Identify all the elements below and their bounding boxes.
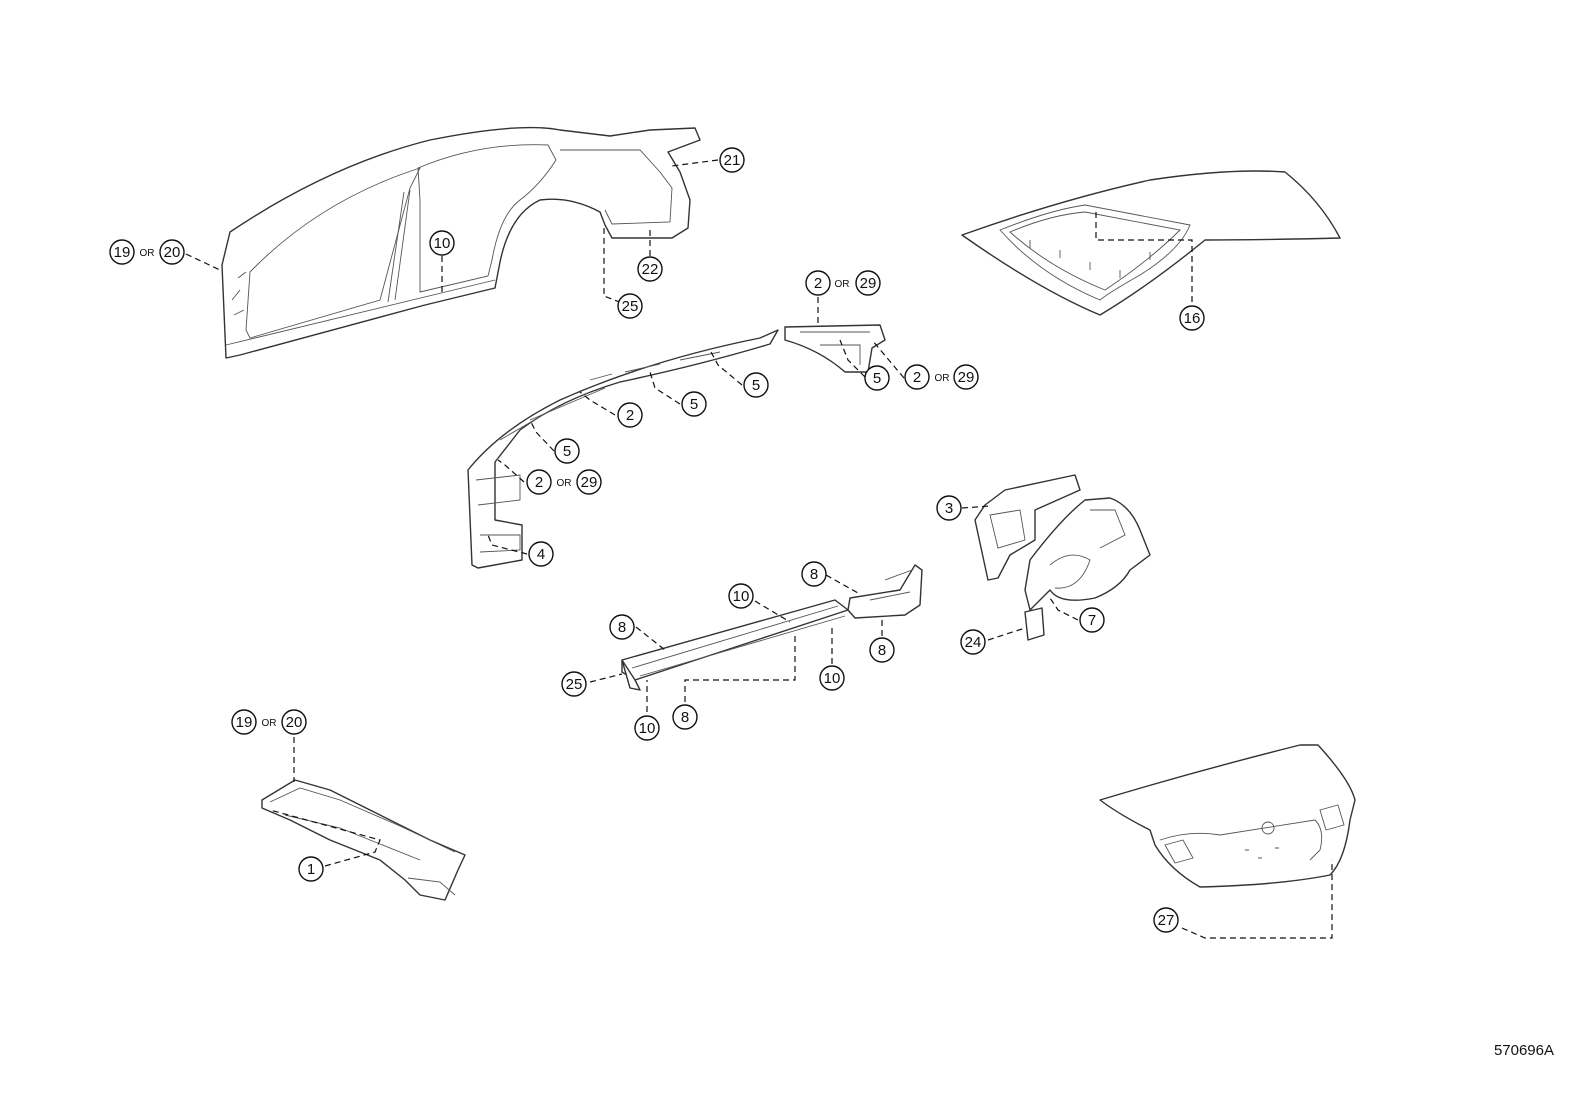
callout-10: 10 [634, 715, 660, 741]
svg-text:4: 4 [537, 546, 545, 563]
callout-2: 2 [805, 270, 831, 296]
svg-text:8: 8 [618, 619, 626, 636]
svg-text:10: 10 [639, 720, 656, 737]
svg-text:5: 5 [873, 370, 881, 387]
cowl-panel-drawing [261, 779, 466, 901]
callout-21: 21 [719, 147, 745, 173]
svg-text:10: 10 [824, 670, 841, 687]
callout-20: 20 [159, 239, 185, 265]
svg-text:8: 8 [810, 566, 818, 583]
callouts: 19 OR 20 10 21 22 25 16 2 OR 29 5 2 OR 2… [109, 147, 1205, 933]
callout-5: 5 [554, 438, 580, 464]
or-connector: OR [140, 248, 155, 259]
callout-5: 5 [681, 391, 707, 417]
svg-text:10: 10 [733, 588, 750, 605]
svg-text:24: 24 [965, 634, 982, 651]
callout-5: 5 [743, 372, 769, 398]
callout-16: 16 [1179, 305, 1205, 331]
or-connector: OR [557, 478, 572, 489]
callout-29: 29 [953, 364, 979, 390]
svg-text:5: 5 [563, 443, 571, 460]
or-connector: OR [262, 718, 277, 729]
svg-text:7: 7 [1088, 612, 1096, 629]
or-connector: OR [835, 279, 850, 290]
callout-10: 10 [819, 665, 845, 691]
callout-2: 2 [526, 469, 552, 495]
or-connector: OR [935, 373, 950, 384]
callout-27: 27 [1153, 907, 1179, 933]
callout-19: 19 [109, 239, 135, 265]
rear-wheel-house-drawing [1024, 497, 1151, 641]
svg-text:20: 20 [286, 714, 303, 731]
side-outer-panel-drawing [221, 126, 701, 359]
leader-lines [185, 159, 1333, 939]
rocker-panel-drawing [621, 564, 923, 691]
callout-8: 8 [609, 614, 635, 640]
svg-text:27: 27 [1158, 912, 1175, 929]
svg-text:5: 5 [690, 396, 698, 413]
roof-side-inner-rail-drawing [467, 324, 886, 569]
svg-text:8: 8 [681, 709, 689, 726]
callout-29: 29 [855, 270, 881, 296]
callout-25: 25 [617, 293, 643, 319]
callout-8: 8 [801, 561, 827, 587]
callout-20: 20 [281, 709, 307, 735]
svg-text:20: 20 [164, 244, 181, 261]
callout-25: 25 [561, 671, 587, 697]
svg-text:2: 2 [814, 275, 822, 292]
svg-text:21: 21 [724, 152, 741, 169]
svg-text:22: 22 [642, 261, 659, 278]
svg-text:2: 2 [535, 474, 543, 491]
svg-text:29: 29 [860, 275, 877, 292]
callout-10: 10 [728, 583, 754, 609]
callout-24: 24 [960, 629, 986, 655]
callout-5: 5 [864, 365, 890, 391]
callout-29: 29 [576, 469, 602, 495]
svg-text:16: 16 [1184, 310, 1201, 327]
svg-text:19: 19 [114, 244, 131, 261]
callout-22: 22 [637, 256, 663, 282]
svg-text:29: 29 [581, 474, 598, 491]
svg-text:25: 25 [566, 676, 583, 693]
svg-text:2: 2 [913, 369, 921, 386]
svg-text:2: 2 [626, 407, 634, 424]
callout-1: 1 [298, 856, 324, 882]
rear-pillar-inner-drawing [974, 474, 1081, 581]
svg-text:25: 25 [622, 298, 639, 315]
callout-8: 8 [672, 704, 698, 730]
svg-text:19: 19 [236, 714, 253, 731]
callout-19: 19 [231, 709, 257, 735]
diagram-reference-id: 570696A [1493, 1042, 1554, 1059]
callout-10: 10 [429, 230, 455, 256]
svg-text:1: 1 [307, 861, 315, 878]
callout-4: 4 [528, 541, 554, 567]
callout-2: 2 [617, 402, 643, 428]
roof-panel-drawing [961, 170, 1341, 316]
svg-text:10: 10 [434, 235, 451, 252]
svg-text:3: 3 [945, 500, 953, 517]
callout-2: 2 [904, 364, 930, 390]
svg-text:5: 5 [752, 377, 760, 394]
svg-text:29: 29 [958, 369, 975, 386]
trunk-lid-drawing [1099, 744, 1356, 888]
svg-text:8: 8 [878, 642, 886, 659]
callout-7: 7 [1079, 607, 1105, 633]
callout-8: 8 [869, 637, 895, 663]
callout-3: 3 [936, 495, 962, 521]
